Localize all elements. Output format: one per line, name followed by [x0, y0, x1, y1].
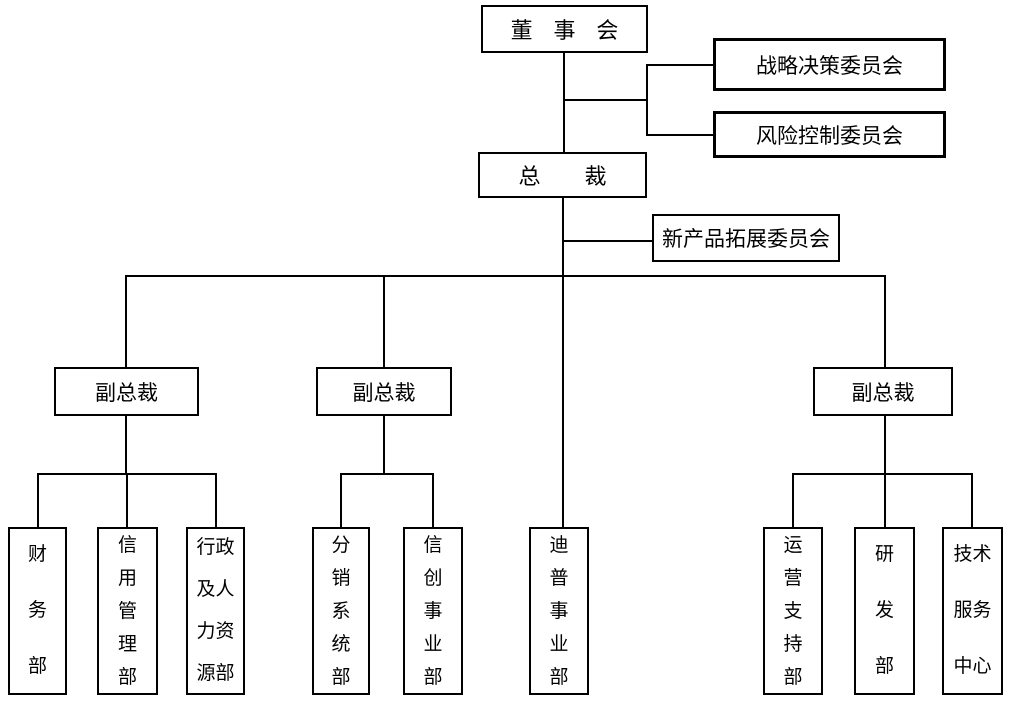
node-president: 总 裁 [478, 152, 647, 198]
connector-vp3-bar [792, 473, 973, 475]
connector-new-product-stub [562, 240, 652, 242]
dept-rnd: 研 发 部 [854, 527, 915, 695]
connector-tech-drop [971, 473, 973, 527]
connector-vp1-stem [125, 416, 127, 474]
connector-vp2-bar [340, 473, 434, 475]
dept-rnd-label: 研 发 部 [874, 544, 894, 677]
connector-rnd-drop [884, 473, 886, 527]
connector-vp3-drop [884, 275, 886, 367]
dept-tech-service-center: 技术 服务 中心 [942, 527, 1003, 695]
node-strategy-committee-label: 战略决策委员会 [756, 53, 903, 78]
dept-distribution-system-label: 分 销 系 统 部 [331, 534, 351, 688]
dept-credit-management: 信 用 管 理 部 [97, 527, 158, 695]
dept-admin-hr: 行政 及人 力资 源部 [186, 527, 245, 695]
connector-finance-drop [37, 473, 39, 527]
node-vp1: 副总裁 [54, 367, 199, 416]
connector-board-committees-h [563, 99, 648, 101]
connector-distribution-drop [340, 473, 342, 527]
dept-admin-hr-label: 行政 及人 力资 源部 [196, 537, 235, 684]
connector-vp3-stem [884, 416, 886, 474]
dept-distribution-system: 分 销 系 统 部 [312, 527, 370, 695]
connector-admin-drop [215, 473, 217, 527]
connector-credit-drop [126, 473, 128, 527]
connector-vp2-stem [383, 416, 385, 474]
connector-main-bar [125, 275, 886, 277]
dept-xinchuang-business-label: 信 创 事 业 部 [423, 534, 443, 688]
dept-credit-management-label: 信 用 管 理 部 [117, 534, 137, 688]
connector-committees-v [646, 64, 648, 136]
dept-ops-support-label: 运 营 支 持 部 [783, 534, 803, 688]
node-new-product-committee-label: 新产品拓展委员会 [662, 227, 830, 251]
node-vp2-label: 副总裁 [352, 380, 416, 405]
node-risk-committee-label: 风险控制委员会 [756, 123, 903, 148]
connector-ops-drop [792, 473, 794, 527]
node-board: 董 事 会 [481, 5, 648, 53]
dept-tech-service-center-label: 技术 服务 中心 [953, 544, 992, 677]
node-vp3: 副总裁 [813, 367, 953, 416]
node-vp2: 副总裁 [316, 367, 452, 416]
connector-xinchuang-drop [432, 473, 434, 527]
node-board-label: 董 事 会 [510, 18, 627, 43]
connector-president-trunk [562, 198, 564, 527]
node-vp3-label: 副总裁 [851, 380, 915, 405]
node-president-label: 总 裁 [518, 164, 607, 189]
node-vp1-label: 副总裁 [95, 380, 158, 405]
dept-ops-support: 运 营 支 持 部 [763, 527, 823, 695]
dept-dipu-business-label: 迪 普 事 业 部 [549, 534, 569, 688]
node-risk-committee: 风险控制委员会 [713, 111, 946, 158]
connector-risk-stub [646, 134, 713, 136]
dept-xinchuang-business: 信 创 事 业 部 [403, 527, 463, 695]
dept-finance-label: 财 务 部 [27, 544, 47, 677]
node-strategy-committee: 战略决策委员会 [713, 38, 946, 91]
connector-vp2-drop [383, 275, 385, 367]
connector-vp1-drop [125, 275, 127, 367]
connector-board-president [563, 53, 565, 153]
dept-dipu-business: 迪 普 事 业 部 [529, 527, 589, 695]
dept-finance: 财 务 部 [8, 527, 67, 695]
node-new-product-committee: 新产品拓展委员会 [652, 214, 840, 262]
connector-strategy-stub [646, 64, 713, 66]
